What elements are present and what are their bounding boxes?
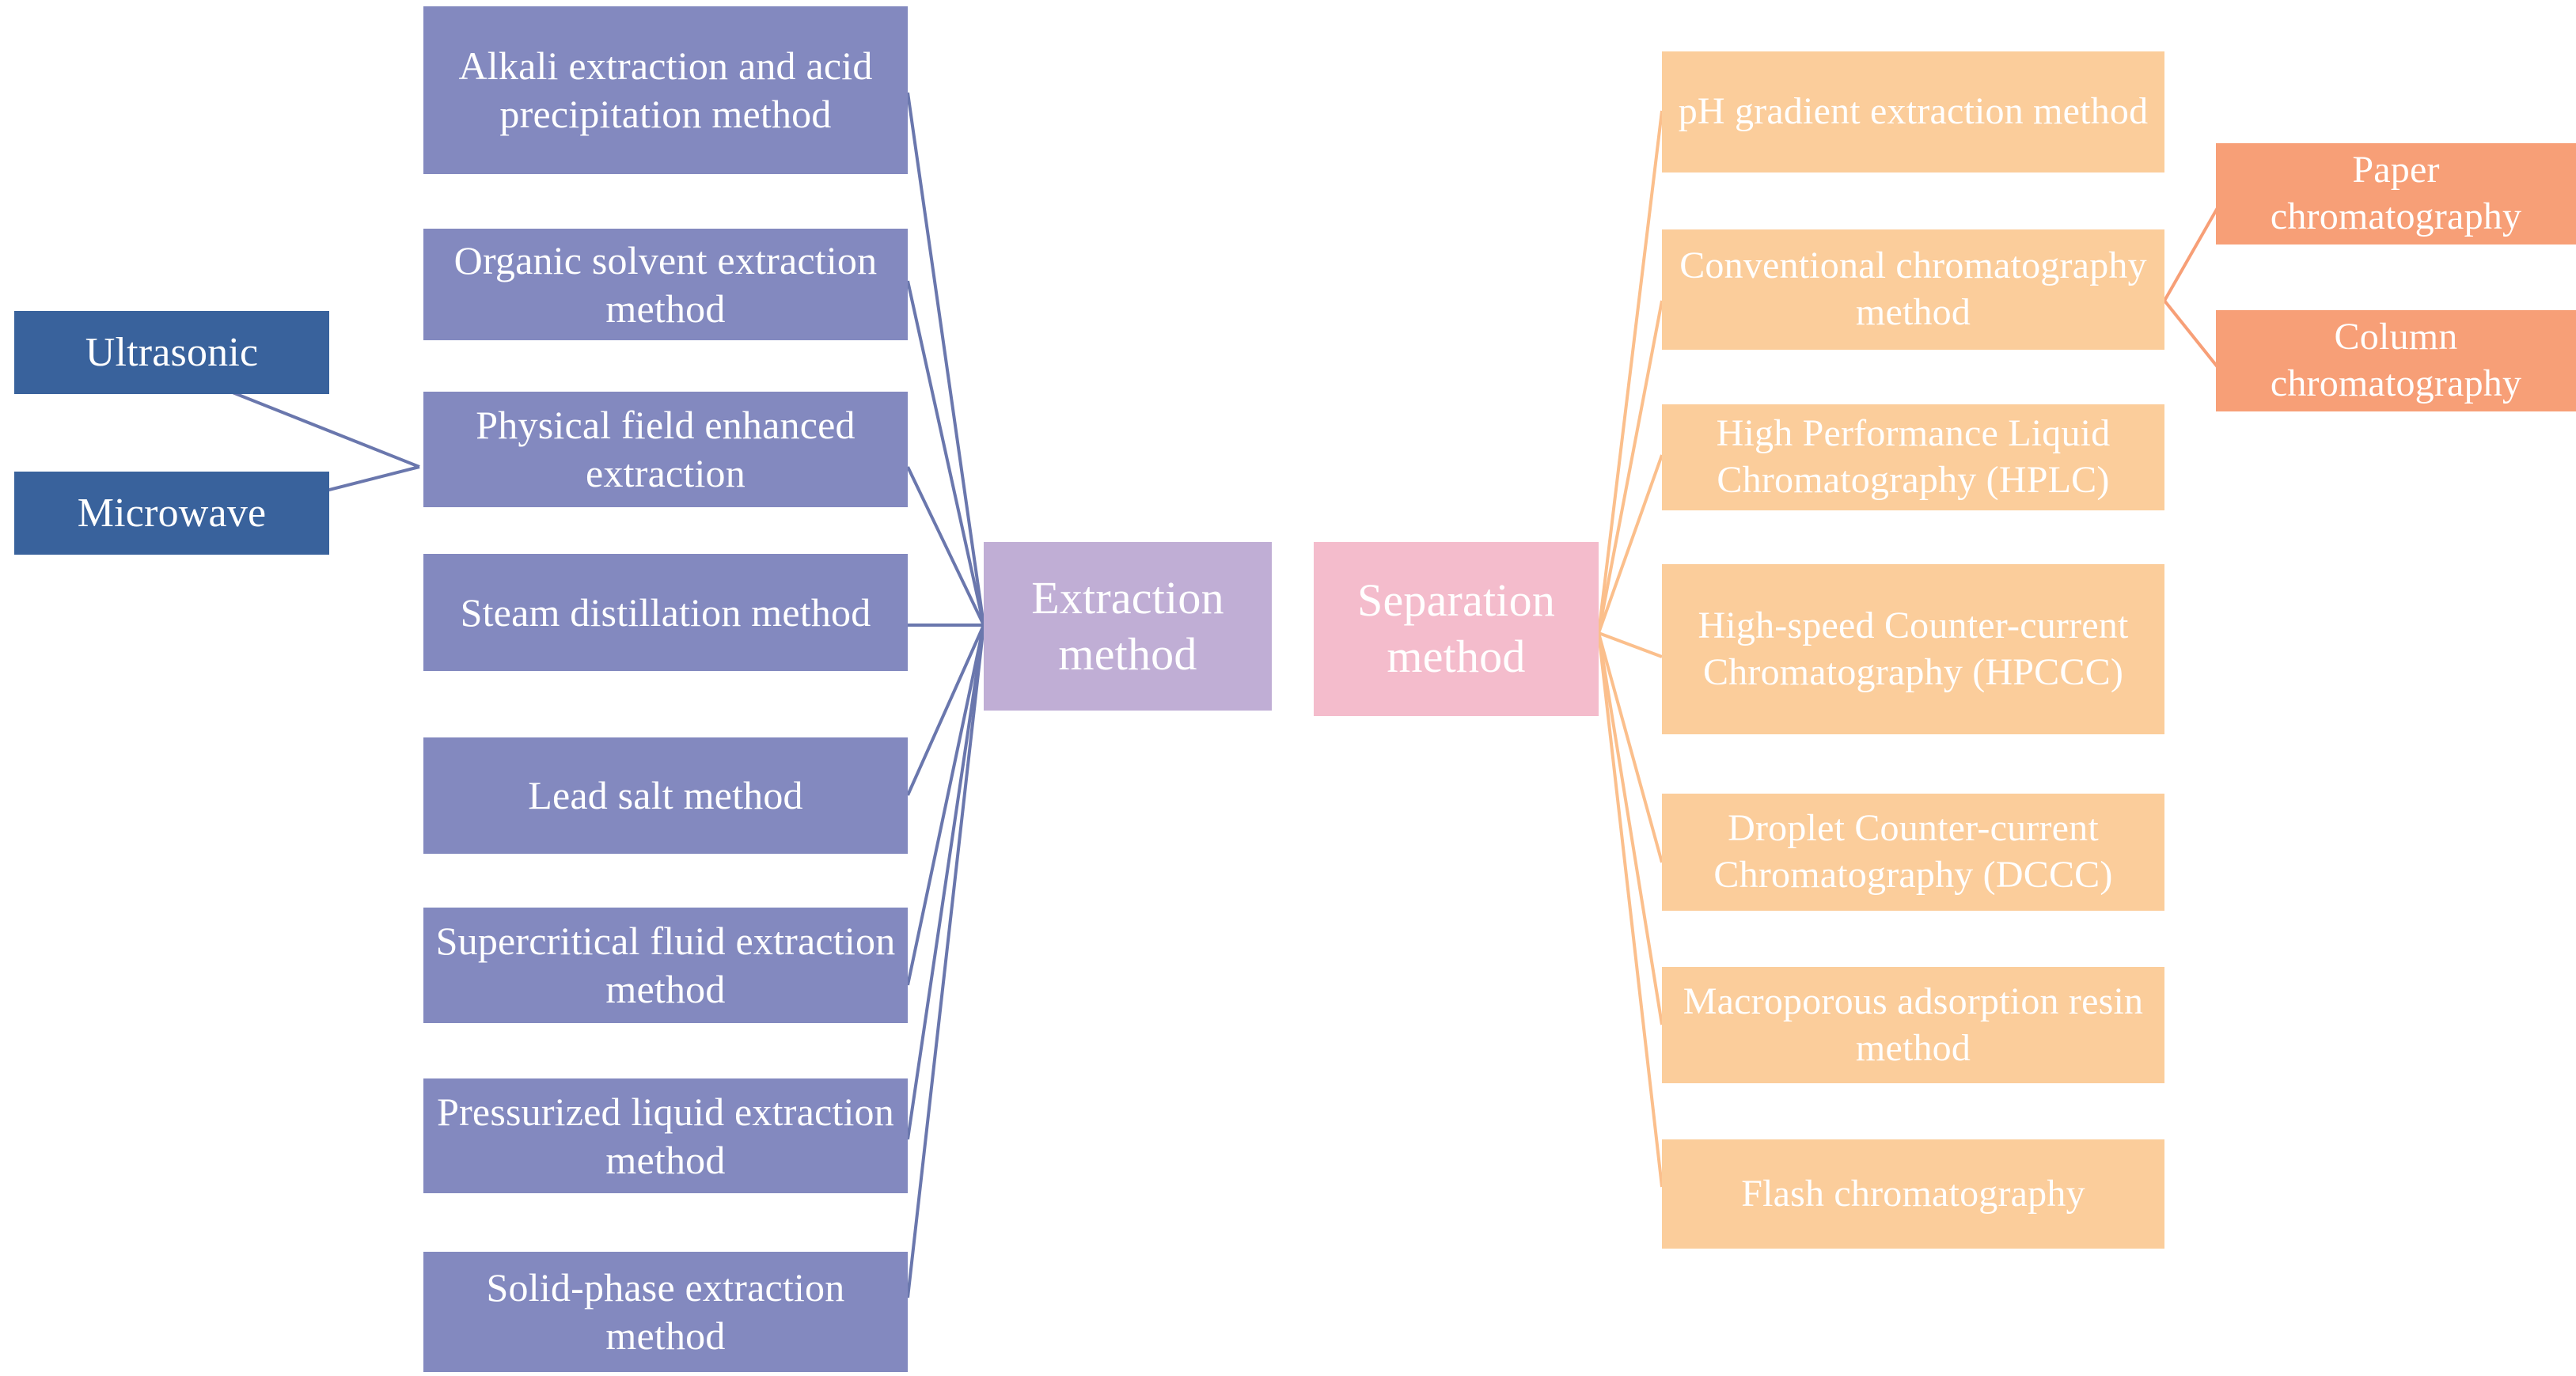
- separation-label: Flash chromatography: [1741, 1172, 2085, 1215]
- extraction-label: Physical field enhanced extraction: [476, 403, 856, 495]
- extraction-node-physical-field[interactable]: Physical field enhanced extraction: [423, 392, 908, 507]
- separation-label: High Performance Liquid Chromatography (…: [1716, 412, 2111, 501]
- extraction-node-supercritical-fluid[interactable]: Supercritical fluid extraction method: [423, 908, 908, 1023]
- chromatography-label: Column chromatography: [2270, 316, 2522, 404]
- separation-node-ph-gradient[interactable]: pH gradient extraction method: [1662, 51, 2164, 172]
- extraction-label: Lead salt method: [528, 773, 803, 817]
- extraction-node-pressurized-liquid[interactable]: Pressurized liquid extraction method: [423, 1078, 908, 1193]
- separation-label: Droplet Counter-current Chromatography (…: [1713, 807, 2113, 896]
- extraction-node-solid-phase[interactable]: Solid-phase extraction method: [423, 1252, 908, 1372]
- extraction-label: Organic solvent extraction method: [453, 237, 878, 331]
- separation-node-dccc[interactable]: Droplet Counter-current Chromatography (…: [1662, 794, 2164, 911]
- separation-label: Conventional chromatography method: [1679, 244, 2147, 333]
- extraction-node-lead-salt[interactable]: Lead salt method: [423, 737, 908, 854]
- separation-label: Macroporous adsorption resin method: [1683, 980, 2144, 1069]
- separation-node-hplc[interactable]: High Performance Liquid Chromatography (…: [1662, 404, 2164, 510]
- extraction-label: Pressurized liquid extraction method: [437, 1089, 894, 1182]
- source-node-microwave[interactable]: Microwave: [14, 472, 329, 555]
- separation-node-hpccc[interactable]: High-speed Counter-current Chromatograph…: [1662, 564, 2164, 734]
- separation-node-conventional-chromatography[interactable]: Conventional chromatography method: [1662, 229, 2164, 350]
- extraction-node-steam-distillation[interactable]: Steam distillation method: [423, 554, 908, 671]
- hub-node-separation-method[interactable]: Separation method: [1314, 542, 1599, 716]
- separation-label: pH gradient extraction method: [1678, 90, 2149, 133]
- chromatography-node-paper[interactable]: Paper chromatography: [2216, 143, 2576, 244]
- extraction-label: Solid-phase extraction method: [486, 1265, 845, 1358]
- source-label: Microwave: [77, 490, 267, 536]
- extraction-label: Steam distillation method: [460, 589, 871, 635]
- hub-label: Extraction method: [1031, 571, 1224, 680]
- separation-node-macroporous-resin[interactable]: Macroporous adsorption resin method: [1662, 967, 2164, 1083]
- chromatography-label: Paper chromatography: [2270, 149, 2522, 237]
- chromatography-node-column[interactable]: Column chromatography: [2216, 310, 2576, 411]
- hub-label: Separation method: [1356, 574, 1556, 682]
- extraction-node-organic-solvent[interactable]: Organic solvent extraction method: [423, 229, 908, 340]
- extraction-label: Alkali extraction and acid precipitation…: [458, 44, 873, 136]
- source-label: Ultrasonic: [85, 329, 259, 375]
- source-node-ultrasonic[interactable]: Ultrasonic: [14, 311, 329, 394]
- extraction-node-alkali[interactable]: Alkali extraction and acid precipitation…: [423, 6, 908, 174]
- separation-label: High-speed Counter-current Chromatograph…: [1698, 604, 2129, 693]
- separation-node-flash-chromatography[interactable]: Flash chromatography: [1662, 1139, 2164, 1249]
- extraction-label: Supercritical fluid extraction method: [435, 919, 896, 1011]
- hub-node-extraction-method[interactable]: Extraction method: [984, 542, 1272, 711]
